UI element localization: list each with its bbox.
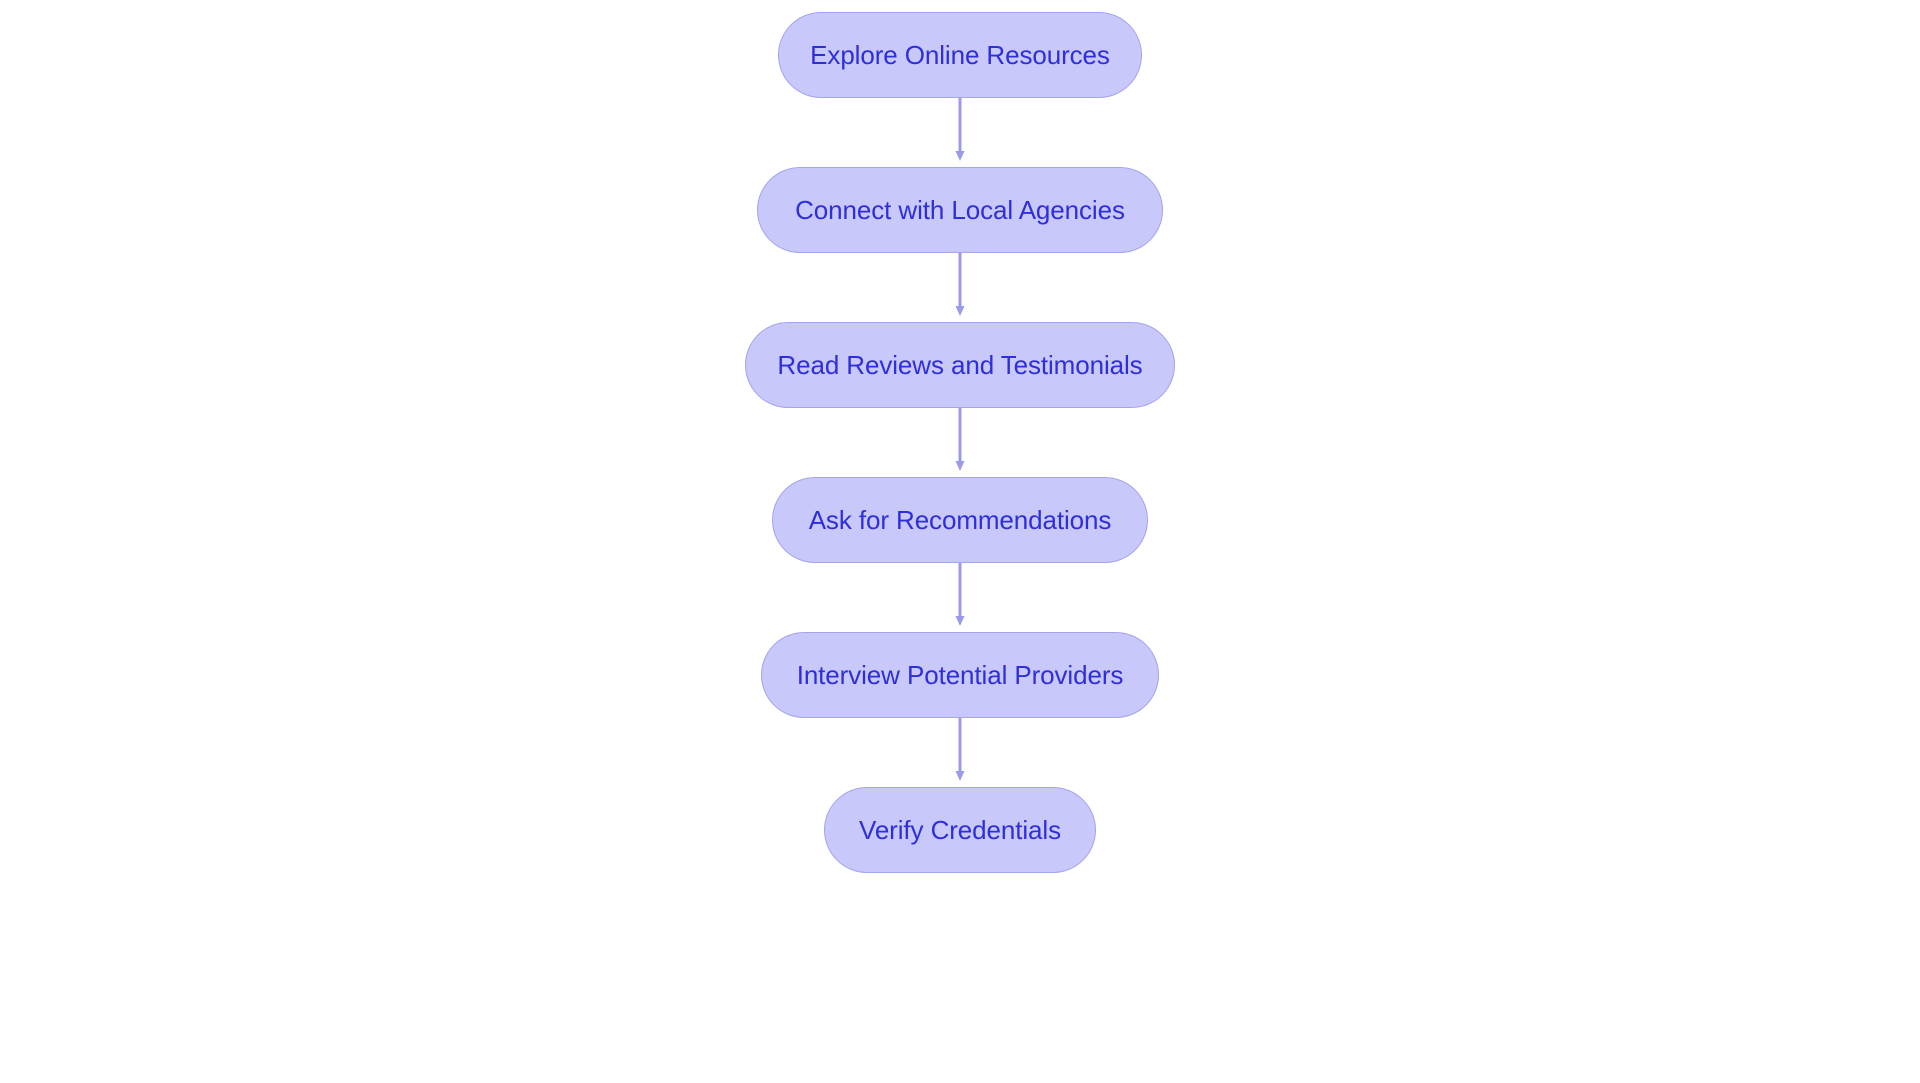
flow-node-label: Connect with Local Agencies <box>795 195 1125 225</box>
flow-node-connect-with-local-agencies[interactable]: Connect with Local Agencies <box>757 167 1163 253</box>
flow-node-label: Verify Credentials <box>859 815 1061 845</box>
flow-node-label: Read Reviews and Testimonials <box>777 350 1143 380</box>
flow-node-label: Explore Online Resources <box>810 40 1110 70</box>
flow-node-ask-for-recommendations[interactable]: Ask for Recommendations <box>772 477 1148 563</box>
flow-node-label: Ask for Recommendations <box>808 505 1112 535</box>
flow-node-label: Interview Potential Providers <box>796 660 1124 690</box>
flow-node-interview-potential-providers[interactable]: Interview Potential Providers <box>761 632 1159 718</box>
flow-node-verify-credentials[interactable]: Verify Credentials <box>824 787 1096 873</box>
flow-node-explore-online-resources[interactable]: Explore Online Resources <box>778 12 1142 98</box>
flow-node-read-reviews-and-testimonials[interactable]: Read Reviews and Testimonials <box>745 322 1175 408</box>
